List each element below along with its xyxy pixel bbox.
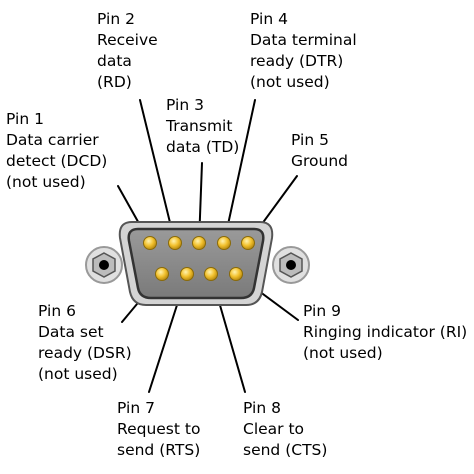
pin3-label-line: data (TD) [166,138,239,156]
pin6-label: Pin 6 Data set ready (DSR) (not used) [38,302,132,383]
pin1-label-line: (not used) [6,173,86,191]
pin7-label-line: send (RTS) [117,441,200,459]
pin2-label-line: (RD) [97,73,132,91]
pin2-label-line: data [97,52,132,70]
pin4-leader-line [223,99,256,244]
pin5-label-line: Pin 5 [291,131,329,149]
pin9-label-line: (not used) [303,344,383,362]
pin7-label-line: Request to [117,420,200,438]
pin1-label: Pin 1 Data carrier detect (DCD) (not used) [6,110,107,191]
pin2-contact [168,236,182,250]
pin8-label: Pin 8 Clear to send (CTS) [243,399,327,459]
pin3-label-line: Pin 3 [166,96,204,114]
pin1-label-line: detect (DCD) [6,152,107,170]
pin3-label: Pin 3 Transmit data (TD) [165,96,239,156]
pin8-label-line: Clear to [243,420,304,438]
pin4-label-line: Pin 4 [250,10,288,28]
pin4-label-line: ready (DTR) [250,52,343,70]
pin2-label: Pin 2 Receive data (RD) [97,10,158,91]
pin1-label-line: Data carrier [6,131,99,149]
pin6-label-line: ready (DSR) [38,344,132,362]
pin5-label: Pin 5 Ground [291,131,348,170]
pin3-label-line: Transmit [165,117,232,135]
left-screw-icon [85,246,123,284]
pin6-label-line: Pin 6 [38,302,76,320]
pin8-label-line: send (CTS) [243,441,327,459]
pin8-contact [204,267,218,281]
pin6-contact [155,267,169,281]
pin8-label-line: Pin 8 [243,399,281,417]
pin9-contact [229,267,243,281]
pin1-label-line: Pin 1 [6,110,44,128]
right-screw-icon [272,246,310,284]
pin9-label-line: Ringing indicator (RI) [303,323,467,341]
pin2-label-line: Receive [97,31,158,49]
pin7-label-line: Pin 7 [117,399,155,417]
pin6-label-line: (not used) [38,365,118,383]
pin5-contact [241,236,255,250]
pin7-label: Pin 7 Request to send (RTS) [117,399,200,459]
pin4-label-line: (not used) [250,73,330,91]
pin-contacts [143,236,255,281]
pin4-label-line: Data terminal [250,31,357,49]
pin1-contact [143,236,157,250]
pin7-contact [180,267,194,281]
pin4-label: Pin 4 Data terminal ready (DTR) (not used) [250,10,357,91]
pin2-leader-line [139,99,176,244]
pin4-contact [217,236,231,250]
pin5-label-line: Ground [291,152,348,170]
pin9-label: Pin 9 Ringing indicator (RI) (not used) [303,302,467,362]
pin6-label-line: Data set [38,323,104,341]
pin3-contact [192,236,206,250]
pin9-label-line: Pin 9 [303,302,341,320]
pin2-label-line: Pin 2 [97,10,135,28]
